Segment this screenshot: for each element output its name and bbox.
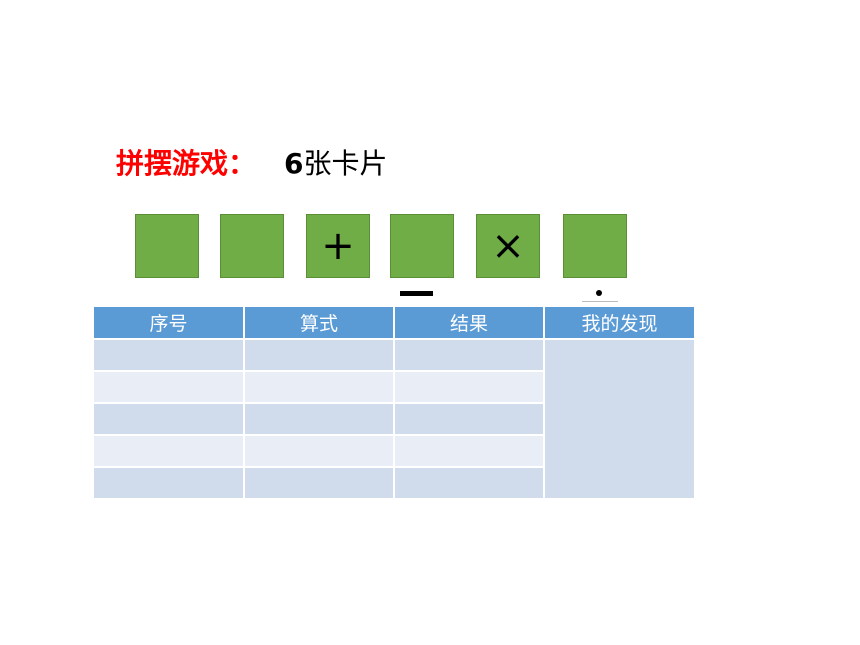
- table-row: [94, 435, 695, 468]
- table-row: [94, 403, 695, 436]
- cell-discovery[interactable]: [544, 339, 696, 500]
- page-title: 拼摆游戏： 6张卡片: [116, 142, 388, 182]
- divide-icon: [580, 286, 620, 306]
- cell-index[interactable]: [94, 435, 245, 468]
- header-index: 序号: [94, 307, 245, 340]
- card-count-text: 张卡片: [303, 147, 388, 180]
- cell-result[interactable]: [394, 435, 545, 468]
- table-row: [94, 467, 695, 500]
- cell-index[interactable]: [94, 339, 245, 372]
- card-2[interactable]: [220, 214, 284, 278]
- cell-expression[interactable]: [244, 339, 395, 372]
- cell-expression[interactable]: [244, 467, 395, 500]
- multiply-icon: ×: [491, 223, 525, 269]
- table-row: [94, 371, 695, 404]
- card-3-plus[interactable]: +: [306, 214, 370, 278]
- record-table: 序号 算式 结果 我的发现: [94, 307, 696, 500]
- minus-icon: [400, 291, 433, 296]
- cell-index[interactable]: [94, 467, 245, 500]
- cell-index[interactable]: [94, 403, 245, 436]
- card-count: 6张卡片: [284, 142, 388, 182]
- divide-dot: [596, 290, 602, 296]
- table-header-row: 序号 算式 结果 我的发现: [94, 307, 696, 340]
- card-count-number: 6: [284, 147, 304, 180]
- cell-result[interactable]: [394, 403, 545, 436]
- card-5-multiply[interactable]: ×: [476, 214, 540, 278]
- cell-expression[interactable]: [244, 435, 395, 468]
- cell-result[interactable]: [394, 371, 545, 404]
- cell-expression[interactable]: [244, 403, 395, 436]
- game-title: 拼摆游戏：: [116, 147, 257, 180]
- divide-bar: [582, 301, 618, 302]
- cell-expression[interactable]: [244, 371, 395, 404]
- header-result: 结果: [394, 307, 545, 340]
- cell-result[interactable]: [394, 467, 545, 500]
- plus-icon: +: [321, 223, 355, 269]
- card-1[interactable]: [135, 214, 199, 278]
- card-6[interactable]: [563, 214, 627, 278]
- table-row: [94, 339, 696, 500]
- cell-result[interactable]: [394, 339, 545, 372]
- cell-index[interactable]: [94, 371, 245, 404]
- header-expression: 算式: [244, 307, 395, 340]
- header-discovery: 我的发现: [544, 307, 696, 340]
- card-4[interactable]: [390, 214, 454, 278]
